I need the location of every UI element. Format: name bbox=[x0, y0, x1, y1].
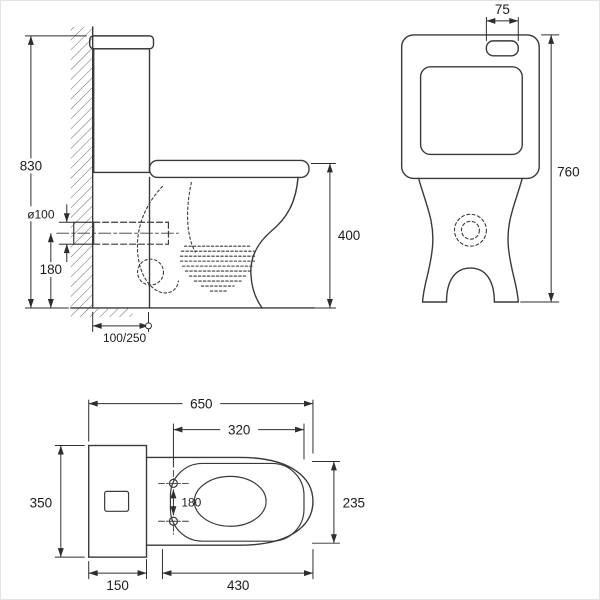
bowl-opening-top-view bbox=[193, 475, 267, 527]
trap-curve bbox=[136, 185, 179, 294]
pedestal-left-contour bbox=[417, 177, 434, 303]
outlet-pipe bbox=[56, 221, 179, 245]
cistern-panel-front bbox=[419, 66, 523, 156]
dim-label-button-width: 75 bbox=[495, 2, 510, 17]
dim-label-overall-width: 350 bbox=[30, 495, 52, 510]
front-view: 75 760 bbox=[400, 2, 580, 303]
top-view-labels: 650 320 350 235 180 150 430 bbox=[30, 395, 365, 593]
cistern-top-view bbox=[88, 444, 148, 558]
top-view-geometry bbox=[88, 444, 314, 558]
cistern-lid-side bbox=[89, 35, 155, 50]
dim-label-tank-depth: 150 bbox=[106, 578, 128, 593]
dim-label-hinge-spacing: 180 bbox=[181, 495, 201, 509]
front-view-dimension-lines bbox=[485, 16, 560, 303]
trapway-hidden-lines bbox=[136, 181, 196, 294]
dim-label-overall-height: 830 bbox=[20, 158, 42, 173]
dim-label-overall-length: 650 bbox=[190, 397, 212, 412]
front-view-labels: 75 760 bbox=[495, 2, 580, 179]
outlet-center-mark bbox=[145, 322, 152, 330]
bowl-inner-hidden-line bbox=[187, 181, 196, 253]
dim-label-outlet-height: 180 bbox=[40, 262, 62, 277]
flush-button-front bbox=[485, 40, 519, 57]
side-view: 830 ø100 180 100/250 400 bbox=[15, 26, 360, 345]
floor-hatch bbox=[70, 307, 133, 317]
label-mask bbox=[220, 421, 259, 438]
hinge-centerlines bbox=[158, 469, 191, 535]
trap-circle bbox=[136, 258, 165, 286]
dim-label-outlet-offset: 100/250 bbox=[103, 331, 147, 345]
bowl-outline-top-view bbox=[145, 456, 314, 546]
dim-label-outlet-diameter: ø100 bbox=[27, 207, 55, 221]
cistern-front bbox=[400, 34, 540, 180]
dim-label-bowl-width: 235 bbox=[343, 495, 365, 510]
dim-label-seat-opening: 320 bbox=[228, 423, 250, 438]
top-view: 650 320 350 235 180 150 430 bbox=[30, 395, 365, 593]
front-view-geometry bbox=[400, 34, 540, 303]
wall-hatch bbox=[70, 26, 93, 310]
seat-ring-top-view bbox=[169, 462, 305, 542]
fixing-hole-outer bbox=[453, 213, 487, 247]
flush-button-top-view bbox=[104, 490, 130, 512]
dim-label-rim-height: 400 bbox=[338, 228, 360, 243]
fixing-hole-inner bbox=[460, 220, 480, 240]
top-view-dimension-lines bbox=[54, 399, 340, 580]
bowl-profile bbox=[250, 176, 299, 309]
water-hatch bbox=[179, 245, 256, 292]
side-view-labels: 830 ø100 180 100/250 400 bbox=[15, 158, 360, 345]
pedestal-right-contour bbox=[507, 177, 523, 303]
seat-lid-side bbox=[148, 159, 310, 179]
dim-label-front-height: 760 bbox=[557, 164, 579, 179]
label-mask bbox=[35, 262, 66, 278]
label-mask bbox=[182, 395, 221, 412]
side-view-geometry bbox=[56, 26, 315, 317]
label-mask bbox=[20, 206, 62, 222]
cistern-body-side bbox=[92, 48, 151, 174]
pedestal-arch bbox=[445, 267, 496, 303]
dim-label-bowl-length: 430 bbox=[227, 578, 249, 593]
label-mask bbox=[15, 158, 47, 174]
